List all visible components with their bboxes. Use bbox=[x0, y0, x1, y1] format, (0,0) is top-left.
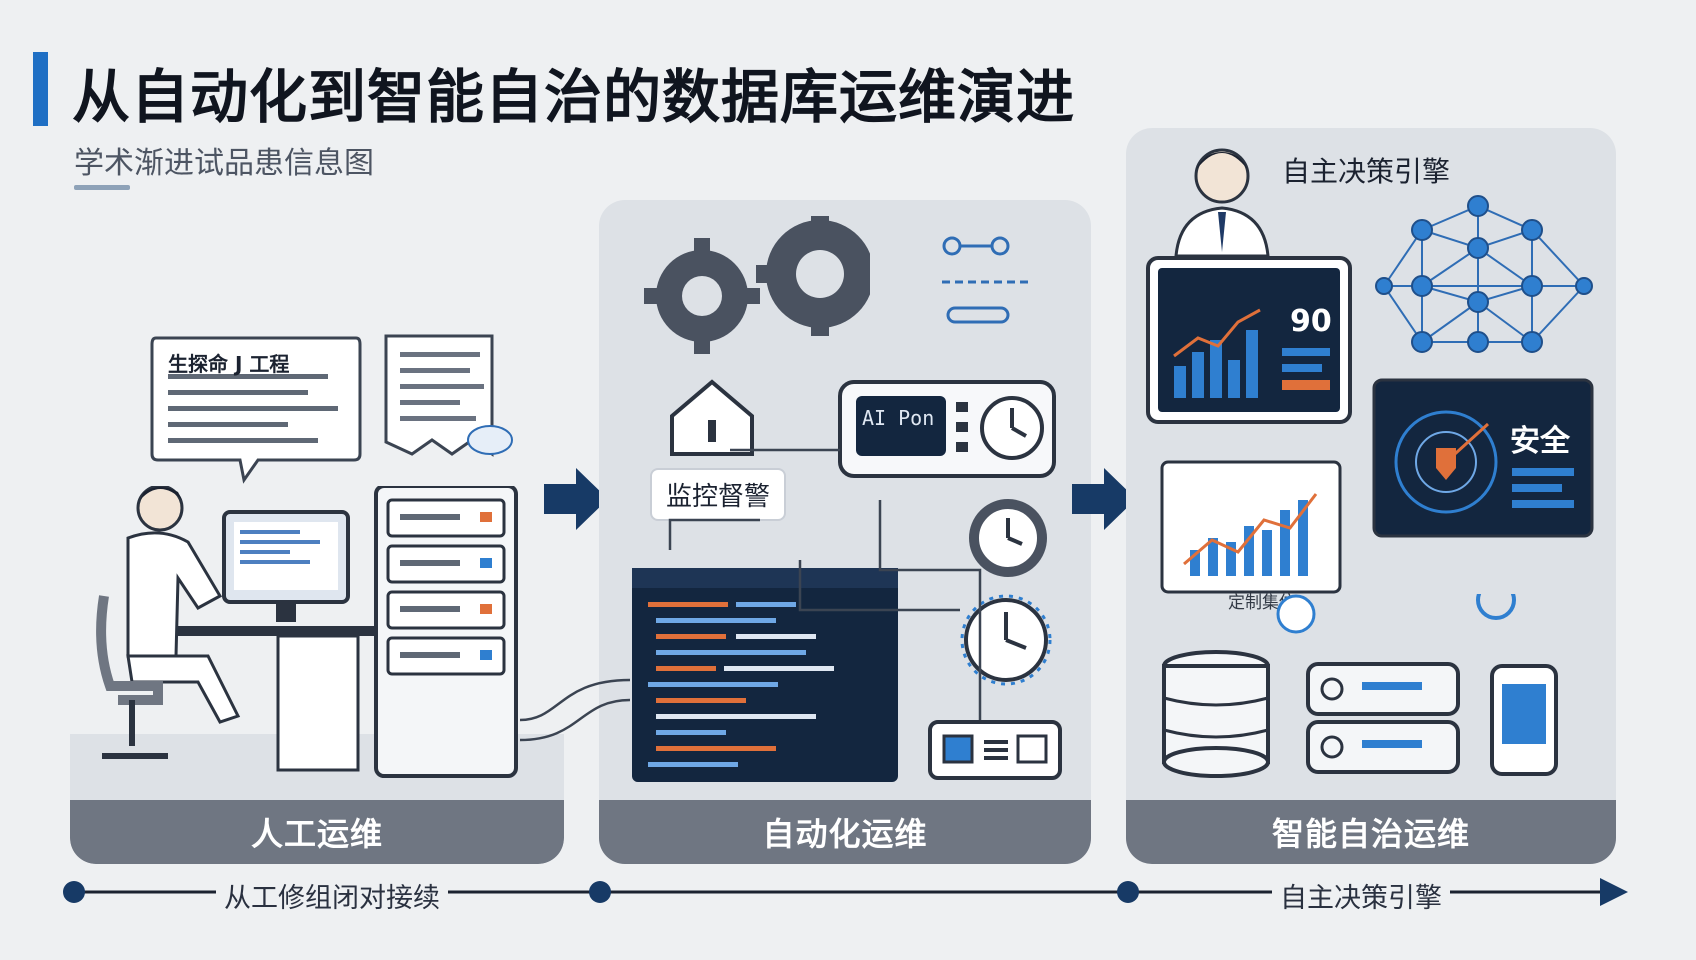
page-subtitle: 学术渐进试品患信息图 bbox=[74, 146, 374, 181]
stage-arrow-1 bbox=[544, 468, 608, 530]
security-dashboard bbox=[1372, 378, 1594, 538]
monitoring-device bbox=[838, 380, 1056, 478]
alert-house-icon bbox=[670, 379, 754, 456]
security-label: 安全 bbox=[1510, 424, 1570, 459]
gear-icon bbox=[644, 216, 870, 354]
code-terminal bbox=[632, 568, 898, 782]
timer-clock-icon bbox=[960, 594, 1052, 686]
subtitle-underline bbox=[74, 185, 130, 190]
stage-automation-caption: 自动化运维 bbox=[599, 800, 1091, 864]
manual-operator-illustration bbox=[96, 486, 518, 778]
clock-icon bbox=[969, 499, 1047, 577]
trend-chart bbox=[1160, 460, 1342, 594]
control-box bbox=[928, 720, 1062, 780]
device-screen-text: AI Pon bbox=[862, 406, 935, 430]
document-icon bbox=[384, 334, 513, 457]
analytics-dashboard bbox=[1146, 256, 1352, 424]
speech-bubble bbox=[150, 336, 362, 484]
title-accent-bar bbox=[33, 52, 48, 126]
database-infrastructure bbox=[1162, 594, 1558, 778]
stage-arrow-2 bbox=[1072, 468, 1136, 530]
neural-network-icon bbox=[1375, 195, 1593, 353]
timeline-right-text: 自主决策引擎 bbox=[1272, 876, 1450, 915]
workflow-schema-icon bbox=[942, 236, 1032, 324]
dashboard-number: 90 bbox=[1290, 304, 1332, 339]
timeline-left-text: 从工修组闭对接续 bbox=[216, 876, 448, 915]
speech-bubble-title: 生探命 J 工程 bbox=[168, 352, 290, 376]
stage-autonomous-caption: 智能自治运维 bbox=[1126, 800, 1616, 864]
automation-connectors bbox=[520, 448, 982, 742]
decision-engine-label: 自主决策引擎 bbox=[1282, 155, 1451, 188]
engineer-avatar bbox=[1174, 148, 1270, 258]
page-title: 从自动化到智能自治的数据库运维演进 bbox=[72, 63, 1076, 131]
stage-manual-caption: 人工运维 bbox=[70, 800, 564, 864]
monitor-alert-tag: 监控督警 bbox=[650, 468, 787, 521]
